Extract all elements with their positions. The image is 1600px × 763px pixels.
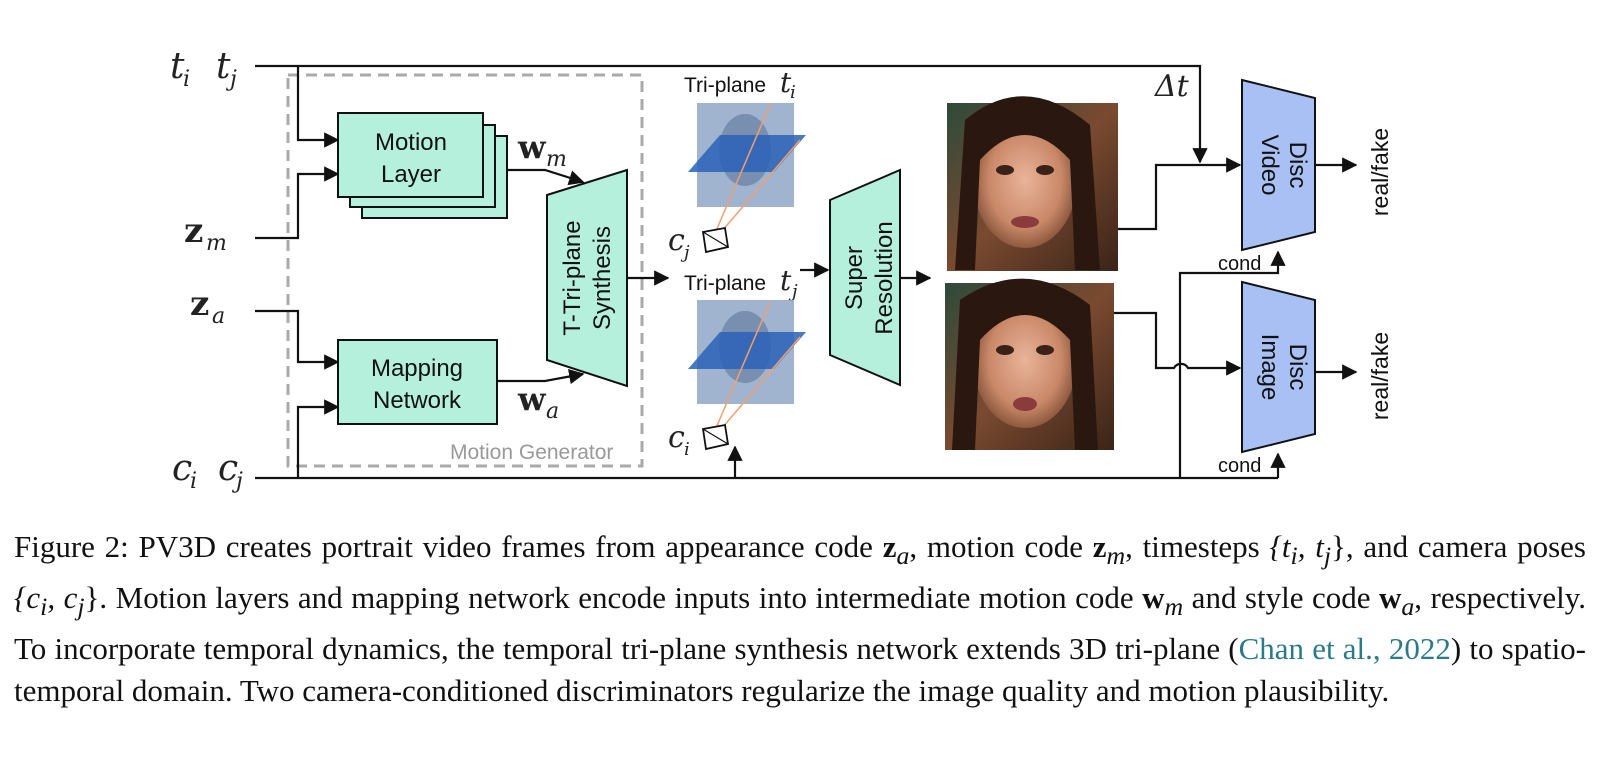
input-za-label: z a	[190, 284, 225, 329]
triplane-synthesis-block: T-Tri-plane Synthesis	[546, 168, 628, 388]
svg-text:Video: Video	[1256, 135, 1283, 196]
svg-text:t: t	[216, 46, 231, 87]
citation-link[interactable]: Chan et al., 2022	[1238, 631, 1451, 667]
camera-ci-label: c i	[668, 420, 690, 460]
motion-layer-block: Motion Layer	[337, 112, 508, 219]
svg-text:t: t	[780, 264, 792, 297]
output-frame-1	[947, 96, 1118, 271]
svg-text:Image: Image	[1256, 334, 1283, 401]
svg-text:m: m	[546, 147, 567, 172]
svg-text:Disc: Disc	[1284, 344, 1311, 391]
super-resolution-block: Super Resolution	[829, 168, 901, 387]
svg-text:i: i	[790, 82, 796, 103]
input-t-label: t i t j	[170, 46, 237, 92]
figure-caption: Figure 2: PV3D creates portrait video fr…	[14, 529, 1587, 709]
svg-text:i: i	[684, 439, 690, 460]
svg-text:z: z	[184, 211, 203, 251]
svg-text:j: j	[788, 281, 798, 302]
svg-text:Disc: Disc	[1284, 142, 1311, 189]
svg-text:z: z	[190, 284, 209, 324]
motion-generator-label: Motion Generator	[450, 441, 613, 464]
svg-text:t: t	[780, 66, 792, 99]
svg-text:a: a	[546, 399, 559, 424]
image-disc-block: Image Disc	[1241, 280, 1316, 454]
svg-text:c: c	[668, 223, 685, 258]
wa-label: w a	[517, 380, 559, 424]
svg-text:Network: Network	[373, 387, 462, 414]
svg-text:Motion: Motion	[375, 129, 447, 156]
svg-text:Super: Super	[841, 246, 868, 310]
svg-text:a: a	[212, 304, 225, 329]
video-disc-block: Video Disc	[1241, 78, 1316, 252]
svg-text:Synthesis: Synthesis	[589, 226, 616, 330]
mapping-network-block: Mapping Network	[337, 339, 498, 425]
wm-label: w m	[517, 128, 567, 172]
svg-text:i: i	[183, 67, 190, 92]
triplane-ti: Tri-plane t i	[684, 66, 806, 254]
svg-text:j: j	[680, 242, 690, 263]
input-c-label: c i c j	[172, 448, 243, 494]
video-real-fake: real/fake	[1367, 128, 1393, 216]
svg-text:m: m	[206, 231, 227, 256]
image-real-fake: real/fake	[1367, 332, 1393, 420]
svg-text:Mapping: Mapping	[371, 355, 463, 382]
svg-text:c: c	[218, 448, 238, 489]
image-cond-label: cond	[1218, 455, 1261, 477]
svg-text:w: w	[517, 380, 547, 418]
svg-text:Tri-plane: Tri-plane	[684, 74, 766, 97]
input-zm-label: z m	[184, 211, 227, 256]
svg-text:i: i	[190, 469, 197, 494]
svg-text:w: w	[517, 128, 547, 166]
camera-cj-label: c j	[668, 223, 690, 263]
svg-text:t: t	[170, 46, 185, 87]
video-cond-label: cond	[1218, 253, 1261, 275]
architecture-diagram: t i t j z m z a c i c j Motion Generator…	[170, 46, 1393, 494]
motion-generator-box	[286, 73, 644, 468]
output-frame-2	[945, 278, 1114, 450]
svg-text:T-Tri-plane: T-Tri-plane	[559, 220, 586, 335]
svg-text:c: c	[668, 420, 685, 455]
delta-t-label: Δt	[1154, 69, 1190, 104]
svg-text:Tri-plane: Tri-plane	[684, 272, 766, 295]
svg-text:c: c	[172, 448, 192, 489]
svg-text:Layer: Layer	[381, 161, 441, 188]
svg-text:Resolution: Resolution	[871, 221, 898, 334]
triplane-tj: Tri-plane t j	[684, 264, 806, 451]
